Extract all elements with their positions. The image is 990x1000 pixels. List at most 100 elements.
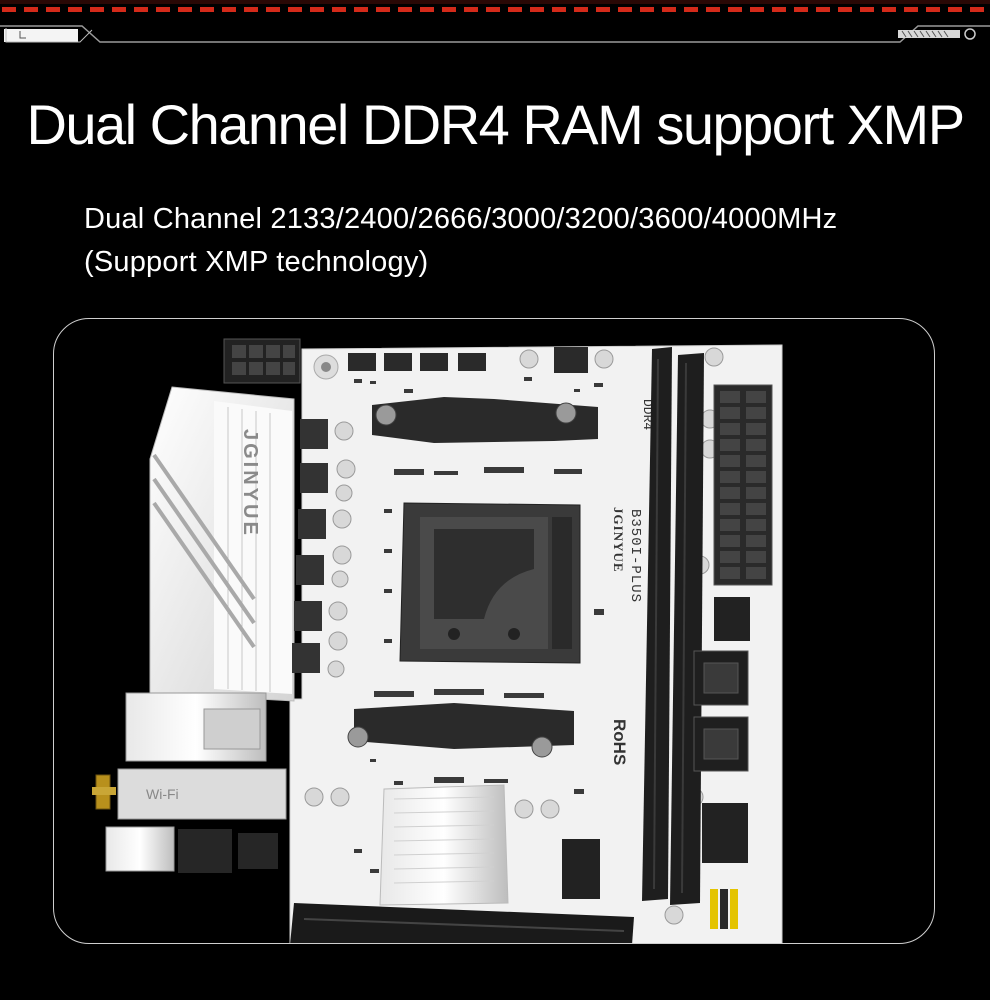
red-dash <box>860 7 874 12</box>
red-dash <box>838 7 852 12</box>
red-dash <box>794 7 808 12</box>
red-dash <box>398 7 412 12</box>
atx-pin <box>720 567 740 579</box>
atx-pin <box>746 535 766 547</box>
red-dash <box>772 7 786 12</box>
top-decorative-bar <box>0 0 990 43</box>
atx-pin <box>720 519 740 531</box>
atx-pin <box>746 423 766 435</box>
atx-pin <box>746 519 766 531</box>
red-dash <box>90 7 104 12</box>
red-dash <box>310 7 324 12</box>
red-dash <box>112 7 126 12</box>
antenna-connector <box>92 774 116 810</box>
red-dash <box>574 7 588 12</box>
chipset-heatsink <box>379 784 509 906</box>
vrm-chokes <box>292 419 328 673</box>
cpu-bracket-top <box>372 397 598 443</box>
atx-pin <box>720 503 740 515</box>
atx-pin <box>720 423 740 435</box>
wifi-module: Wi-Fi <box>117 768 287 820</box>
red-dash <box>134 7 148 12</box>
hatch-marks <box>901 30 949 38</box>
red-dash <box>904 7 918 12</box>
red-dash <box>442 7 456 12</box>
mounting-hole <box>313 354 339 380</box>
atx-pin <box>746 471 766 483</box>
red-dash <box>926 7 940 12</box>
atx-pin <box>746 391 766 403</box>
red-dash <box>420 7 434 12</box>
red-dash <box>46 7 60 12</box>
rohs-label: RoHS <box>610 719 629 765</box>
red-dash <box>706 7 720 12</box>
front-panel-header <box>702 803 748 863</box>
red-dash <box>552 7 566 12</box>
red-dash <box>508 7 522 12</box>
cpu-bracket-bottom <box>347 703 574 758</box>
pcie-slot <box>290 903 634 943</box>
rear-io-usb <box>105 826 278 873</box>
wifi-label: Wi-Fi <box>146 786 179 802</box>
atx-pin <box>720 391 740 403</box>
red-dash <box>178 7 192 12</box>
vrm-heatsink: JGINYUE <box>149 386 295 702</box>
atx-pin <box>720 471 740 483</box>
ring-icon <box>964 28 976 40</box>
page-title: Dual Channel DDR4 RAM support XMP <box>26 93 965 156</box>
atx-pin <box>720 487 740 499</box>
red-dash <box>728 7 742 12</box>
red-dash <box>2 7 16 12</box>
red-dash <box>596 7 610 12</box>
red-dash <box>618 7 632 12</box>
red-dash <box>376 7 390 12</box>
atx-24pin-connector <box>713 384 773 586</box>
fan-headers <box>348 347 588 373</box>
motherboard-illustration: JGINYUE <box>92 338 783 943</box>
silkscreen-brand: JGINYUE <box>611 507 626 573</box>
red-dash <box>156 7 170 12</box>
atx-pin <box>746 503 766 515</box>
heatsink-brand: JGINYUE <box>239 429 261 538</box>
red-dash <box>662 7 676 12</box>
red-dash <box>640 7 654 12</box>
red-dash <box>684 7 698 12</box>
red-dash <box>200 7 214 12</box>
atx-pin <box>746 487 766 499</box>
red-dash <box>68 7 82 12</box>
red-dash <box>244 7 258 12</box>
atx-pin <box>746 567 766 579</box>
cpu-socket <box>399 502 581 664</box>
red-dash <box>750 7 764 12</box>
red-dash <box>486 7 500 12</box>
red-dash <box>266 7 280 12</box>
xmp-support-line: (Support XMP technology) <box>84 246 429 278</box>
red-dash <box>222 7 236 12</box>
atx-pin <box>720 407 740 419</box>
atx-pin <box>720 535 740 547</box>
cpu-power-connector <box>223 338 301 384</box>
red-dash <box>288 7 302 12</box>
red-dash <box>882 7 896 12</box>
red-dash <box>464 7 478 12</box>
smd-components <box>354 377 604 873</box>
red-dash <box>24 7 38 12</box>
frequency-line: Dual Channel 2133/2400/2666/3000/3200/36… <box>84 203 838 235</box>
usb-header <box>714 597 750 641</box>
product-image-frame: JGINYUE <box>53 318 935 944</box>
atx-pin <box>746 551 766 563</box>
sata-ports <box>693 650 749 772</box>
red-dash <box>530 7 544 12</box>
rear-io-lan <box>125 692 267 762</box>
ddr4-slot-a <box>642 347 672 901</box>
atx-pin <box>746 439 766 451</box>
red-dash <box>816 7 830 12</box>
color-pin-header <box>710 889 738 929</box>
atx-pin <box>746 455 766 467</box>
red-dash <box>970 7 984 12</box>
red-dash-strip <box>2 7 984 12</box>
atx-pin <box>720 439 740 451</box>
red-dash <box>332 7 346 12</box>
model-label: B350I-PLUS <box>627 509 643 603</box>
m2-slot <box>562 839 600 899</box>
